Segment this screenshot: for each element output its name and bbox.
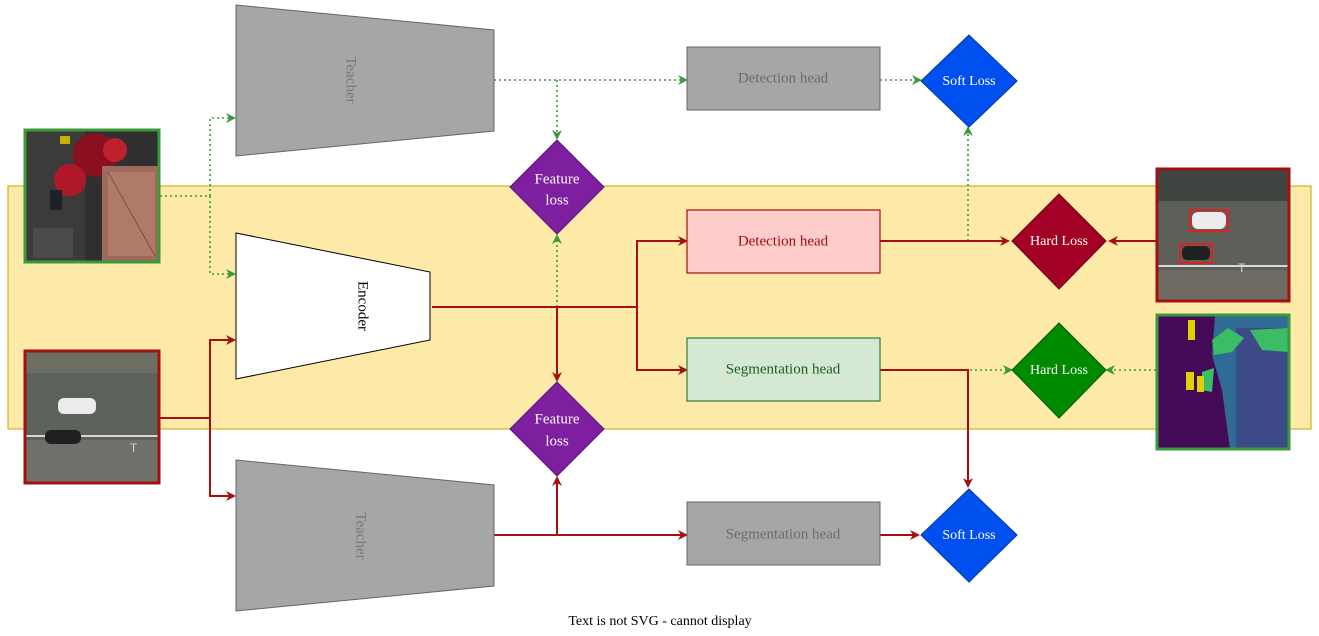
detection-head-label: Detection head [738, 233, 829, 249]
connector-input-to-encoder [209, 196, 236, 279]
student-region [7, 185, 1312, 430]
detection-head: Detection head [686, 209, 881, 274]
soft-loss-bottom-label: Soft Loss [942, 528, 995, 543]
svg-text:T: T [1238, 261, 1246, 275]
teacher-segmentation-head: Segmentation head [686, 501, 881, 566]
connector-input-to-teacher [160, 113, 236, 197]
teacher-segmentation-head-label: Segmentation head [726, 526, 841, 542]
teacher-bottom-label: Teacher [353, 512, 369, 559]
connector-input-to-encoder-red [160, 335, 236, 419]
encoder-label: Encoder [355, 281, 371, 331]
connector-to-seg-head [636, 307, 688, 375]
teacher-detection-head: Detection head [686, 46, 881, 111]
feature-loss-bottom: Feature loss [509, 381, 605, 477]
teacher-top-label: Teacher [343, 56, 359, 103]
aerial-image-student-input: T [23, 349, 161, 485]
feature-loss-bottom-line2: loss [545, 433, 569, 449]
soft-loss-top-label: Soft Loss [942, 74, 995, 89]
hard-loss-detection-label: Hard Loss [1030, 234, 1088, 249]
segmentation-mask-label [1155, 313, 1291, 451]
feature-loss-top-line1: Feature [535, 171, 580, 187]
soft-loss-bottom: Soft Loss [920, 488, 1018, 583]
teacher-bottom: Teacher [235, 459, 495, 612]
connector-to-det-head [636, 236, 688, 307]
encoder: Encoder [235, 232, 431, 380]
connector-seg-head-to-soft-loss [880, 369, 973, 488]
segmentation-head: Segmentation head [686, 337, 881, 402]
connector-input-to-teacher-red [209, 418, 236, 501]
teacher-top: Teacher [235, 4, 495, 157]
segmentation-head-label: Segmentation head [726, 361, 841, 377]
teacher-detection-head-label: Detection head [738, 70, 829, 86]
student-paths [160, 236, 1156, 540]
hard-loss-segmentation-label: Hard Loss [1030, 363, 1088, 378]
footer-note: Text is not SVG - cannot display [568, 614, 751, 629]
svg-text:T: T [130, 441, 138, 455]
feature-loss-top-line2: loss [545, 192, 569, 208]
hard-loss-detection: Hard Loss [1011, 193, 1107, 290]
feature-loss-bottom-line1: Feature [535, 411, 580, 427]
hard-loss-segmentation: Hard Loss [1011, 322, 1107, 419]
soft-loss-top: Soft Loss [920, 34, 1018, 128]
aerial-image-teacher-input [23, 128, 161, 264]
feature-loss-top: Feature loss [509, 139, 605, 235]
aerial-image-detection-label: T [1155, 167, 1291, 303]
